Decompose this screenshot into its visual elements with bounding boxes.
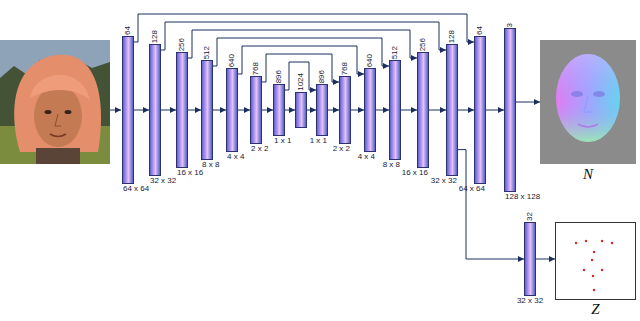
- channel-count: 256: [419, 38, 427, 51]
- channel-count: 768: [252, 62, 260, 75]
- feature-map-bar: 8961 x 1: [316, 84, 328, 136]
- feature-map-bar: 25616 x 16: [417, 52, 429, 168]
- channel-count: 640: [366, 54, 374, 67]
- feature-map-bar: 7682 x 2: [250, 76, 262, 144]
- feature-size: 4 x 4: [227, 153, 244, 161]
- feature-size: 64 x 64: [123, 185, 149, 193]
- flow-arrow: [307, 110, 316, 111]
- feature-size: 2 x 2: [333, 145, 350, 153]
- channel-count: 3: [506, 23, 514, 27]
- skip-connection: [238, 46, 364, 74]
- flow-arrow: [328, 110, 339, 111]
- flow-arrow: [134, 110, 149, 111]
- landmark-plot: [556, 223, 635, 299]
- feature-map-bar: 12832 x 32: [446, 44, 458, 176]
- channel-count: 1024: [297, 73, 305, 91]
- flow-arrow: [161, 110, 176, 111]
- channel-count: 256: [178, 38, 186, 51]
- feature-map-bar: 7682 x 2: [339, 76, 351, 144]
- feature-size: 64 x 64: [459, 185, 485, 193]
- feature-map-bar: 12832 x 32: [149, 44, 161, 176]
- output-image: N: [540, 40, 636, 164]
- feature-size: 4 x 4: [358, 153, 375, 161]
- flow-arrow: [188, 110, 201, 111]
- feature-map-bar: 5128 x 8: [201, 60, 213, 160]
- channel-count: 896: [275, 70, 283, 83]
- feature-size: 16 x 16: [177, 169, 203, 177]
- flow-arrow: [536, 259, 555, 260]
- feature-size: 1 x 1: [274, 137, 291, 145]
- feature-size: 32 x 32: [150, 177, 176, 185]
- feature-map-bar: 6404 x 4: [364, 68, 376, 152]
- flow-arrow: [458, 110, 474, 111]
- feature-map-bar: 3232 x 32: [524, 222, 536, 296]
- feature-map-bar: 1024: [295, 92, 307, 128]
- feature-size: 128 x 128: [505, 193, 540, 201]
- input-photo: [0, 40, 110, 164]
- feature-map-bar: 5128 x 8: [389, 60, 401, 160]
- feature-size: 8 x 8: [383, 161, 400, 169]
- feature-size: 8 x 8: [202, 161, 219, 169]
- landmark-box: Z: [555, 222, 636, 300]
- feature-map-bar: 3128 x 128: [504, 28, 516, 192]
- channel-count: 128: [151, 30, 159, 43]
- channel-count: 768: [341, 62, 349, 75]
- channel-count: 128: [448, 30, 456, 43]
- flow-arrow: [351, 110, 364, 111]
- feature-map-bar: 8961 x 1: [273, 84, 285, 136]
- flow-arrow: [285, 110, 295, 111]
- channel-count: 640: [228, 54, 236, 67]
- channel-count: 512: [391, 46, 399, 59]
- feature-size: 32 x 32: [431, 177, 457, 185]
- flow-arrow: [213, 110, 226, 111]
- channel-count: 32: [526, 212, 534, 221]
- flow-arrow: [376, 110, 389, 111]
- feature-map-bar: 6464 x 64: [122, 36, 134, 184]
- figure-label: Z: [591, 302, 599, 317]
- normal-map-image: [540, 40, 636, 164]
- figure-label: N: [583, 167, 593, 182]
- feature-size: 16 x 16: [402, 169, 428, 177]
- skip-connection: [285, 62, 316, 90]
- channel-count: 896: [318, 70, 326, 83]
- channel-count: 64: [124, 26, 132, 35]
- flow-arrow: [516, 102, 540, 103]
- feature-size: 32 x 32: [517, 297, 543, 305]
- flow-arrow: [486, 110, 504, 111]
- channel-count: 64: [476, 26, 484, 35]
- feature-size: 1 x 1: [310, 137, 327, 145]
- feature-map-bar: 25616 x 16: [176, 52, 188, 168]
- flow-arrow: [429, 110, 446, 111]
- flow-arrow: [238, 110, 250, 111]
- feature-map-bar: 6404 x 4: [226, 68, 238, 152]
- flow-arrow: [262, 110, 273, 111]
- channel-count: 512: [203, 46, 211, 59]
- feature-map-bar: 6464 x 64: [474, 36, 486, 184]
- flow-arrow: [401, 110, 417, 111]
- feature-size: 2 x 2: [251, 145, 268, 153]
- input-arrow: [110, 110, 121, 111]
